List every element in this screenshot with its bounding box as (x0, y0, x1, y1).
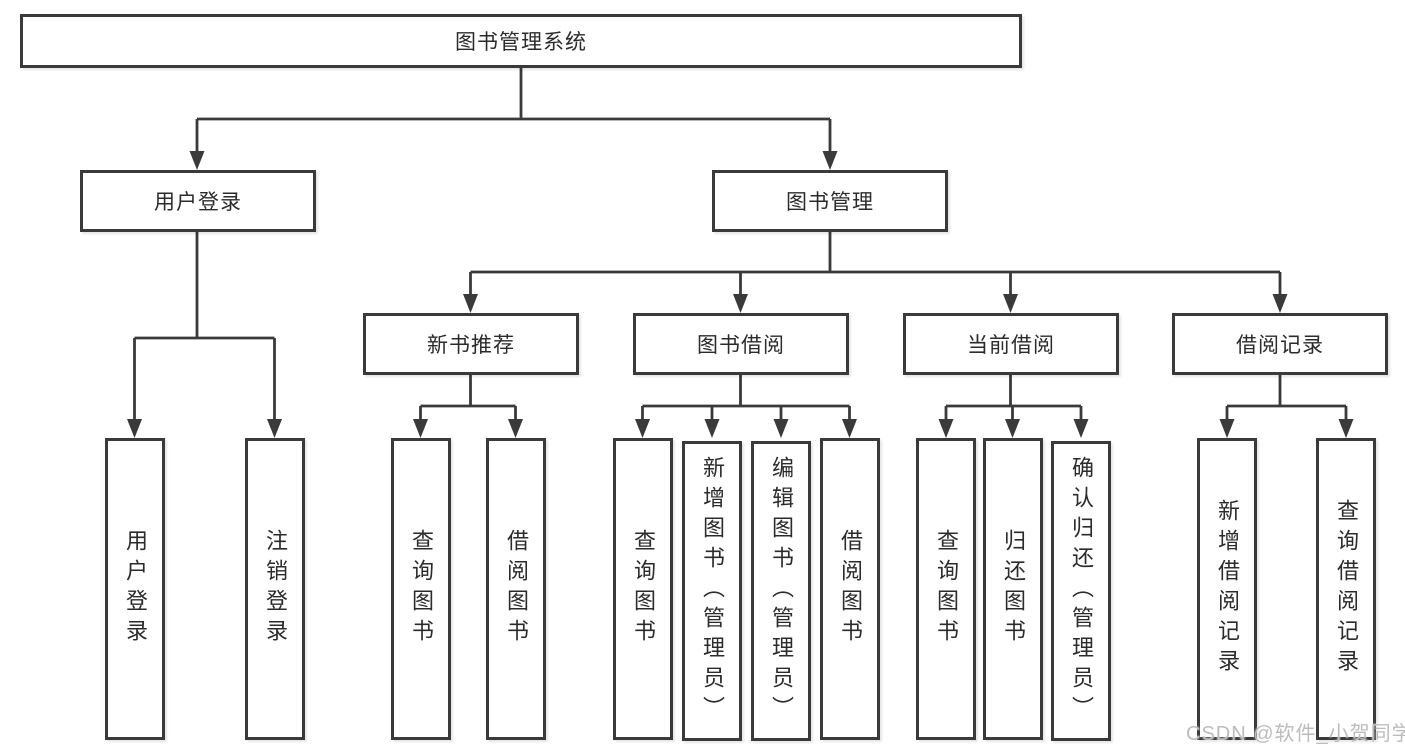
leaf-query-book-current-label: 查询图书 (934, 529, 959, 649)
node-current-borrow: 当前借阅 (903, 313, 1119, 375)
leaf-query-borrow-record: 查询借阅记录 (1316, 438, 1376, 740)
node-new-book: 新书推荐 (363, 313, 579, 375)
leaf-confirm-return-label: 确认归还（管理员） (1069, 456, 1094, 726)
node-book-borrow-label: 图书借阅 (697, 334, 785, 357)
csdn-watermark: CSDN @软件_小贺同学 (1186, 723, 1405, 745)
node-book-borrow: 图书借阅 (633, 313, 849, 375)
node-user-login: 用户登录 (80, 170, 316, 232)
leaf-query-book-borrow-label: 查询图书 (631, 529, 656, 649)
node-book-mgmt-label: 图书管理 (786, 191, 874, 214)
leaf-query-book-borrow: 查询图书 (613, 438, 673, 740)
node-root: 图书管理系统 (20, 14, 1022, 68)
leaf-logout-label: 注销登录 (263, 529, 288, 649)
leaf-add-book: 新增图书（管理员） (682, 441, 742, 741)
leaf-user-login: 用户登录 (105, 438, 165, 740)
leaf-return-book-label: 归还图书 (1001, 529, 1026, 649)
leaf-query-book-newbook: 查询图书 (391, 438, 451, 740)
node-borrow-record: 借阅记录 (1172, 313, 1388, 375)
leaf-query-book-newbook-label: 查询图书 (409, 529, 434, 649)
leaf-edit-book: 编辑图书（管理员） (751, 441, 811, 741)
leaf-query-book-current: 查询图书 (916, 438, 976, 740)
leaf-user-login-label: 用户登录 (123, 529, 148, 649)
leaf-confirm-return: 确认归还（管理员） (1051, 441, 1111, 741)
leaf-add-book-label: 新增图书（管理员） (700, 456, 725, 726)
node-root-label: 图书管理系统 (455, 31, 587, 54)
leaf-borrow-book-newbook-label: 借阅图书 (504, 529, 529, 649)
leaf-query-borrow-record-label: 查询借阅记录 (1334, 499, 1359, 679)
leaf-borrow-book-borrow-label: 借阅图书 (838, 529, 863, 649)
node-new-book-label: 新书推荐 (427, 334, 515, 357)
leaf-logout: 注销登录 (245, 438, 305, 740)
node-user-login-label: 用户登录 (154, 191, 242, 214)
node-borrow-record-label: 借阅记录 (1236, 334, 1324, 357)
leaf-add-borrow-record: 新增借阅记录 (1197, 438, 1257, 740)
leaf-return-book: 归还图书 (983, 438, 1043, 740)
leaf-borrow-book-newbook: 借阅图书 (486, 438, 546, 740)
leaf-borrow-book-borrow: 借阅图书 (820, 438, 880, 740)
node-current-borrow-label: 当前借阅 (967, 334, 1055, 357)
node-book-mgmt: 图书管理 (712, 170, 948, 232)
leaf-edit-book-label: 编辑图书（管理员） (769, 456, 794, 726)
leaf-add-borrow-record-label: 新增借阅记录 (1215, 499, 1240, 679)
